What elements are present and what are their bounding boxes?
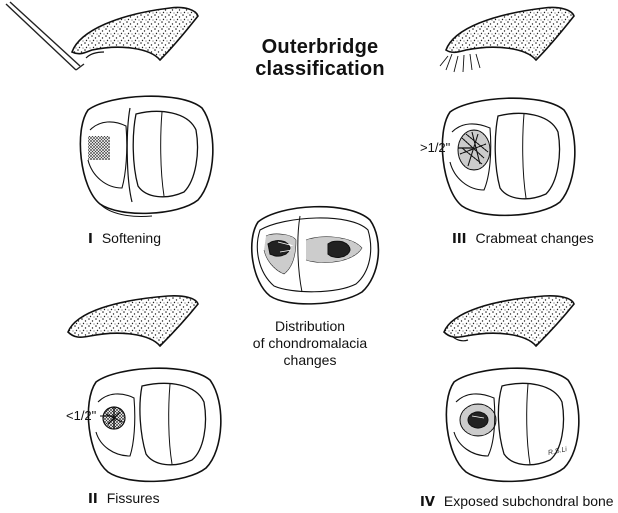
- patella-articular-view-grade-1: [70, 90, 220, 220]
- grade-4-numeral: IV: [420, 495, 435, 510]
- patella-side-view-grade-1: [0, 0, 210, 90]
- title-line-1: Outerbridge: [240, 36, 400, 58]
- crabmeat-measurement: >1/2": [420, 140, 450, 155]
- grade-3-numeral: III: [452, 232, 467, 247]
- grade-4-description: Exposed subchondral bone: [444, 493, 614, 509]
- fissure-measurement: <1/2": [66, 408, 96, 423]
- distribution-caption-line-1: Distribution: [235, 318, 385, 335]
- patella-side-view-grade-4: [436, 290, 616, 370]
- patella-distribution-view: [244, 200, 384, 310]
- patella-side-view-grade-2: [60, 290, 240, 370]
- grade-1-description: Softening: [102, 230, 161, 246]
- distribution-caption: Distribution of chondromalacia changes: [235, 318, 385, 369]
- patella-articular-view-grade-3: [432, 92, 582, 222]
- grade-3-description: Crabmeat changes: [476, 230, 594, 246]
- grade-3-label: III Crabmeat changes: [452, 230, 594, 247]
- crabmeat-leader-line: [458, 138, 478, 158]
- distribution-caption-line-2: of chondromalacia: [235, 335, 385, 352]
- patella-articular-view-grade-4: [436, 362, 586, 487]
- grade-4-label: IV Exposed subchondral bone: [420, 493, 614, 510]
- grade-1-numeral: I: [88, 232, 93, 247]
- grade-2-label: II Fissures: [88, 490, 160, 507]
- grade-2-description: Fissures: [107, 490, 160, 506]
- diagram-title: Outerbridge classification: [240, 36, 400, 80]
- patella-side-view-grade-3: [430, 0, 610, 90]
- fissure-leader-line: [100, 406, 120, 426]
- grade-2-numeral: II: [88, 492, 98, 507]
- title-line-2: classification: [240, 58, 400, 80]
- grade-1-label: I Softening: [88, 230, 161, 247]
- distribution-caption-line-3: changes: [235, 352, 385, 369]
